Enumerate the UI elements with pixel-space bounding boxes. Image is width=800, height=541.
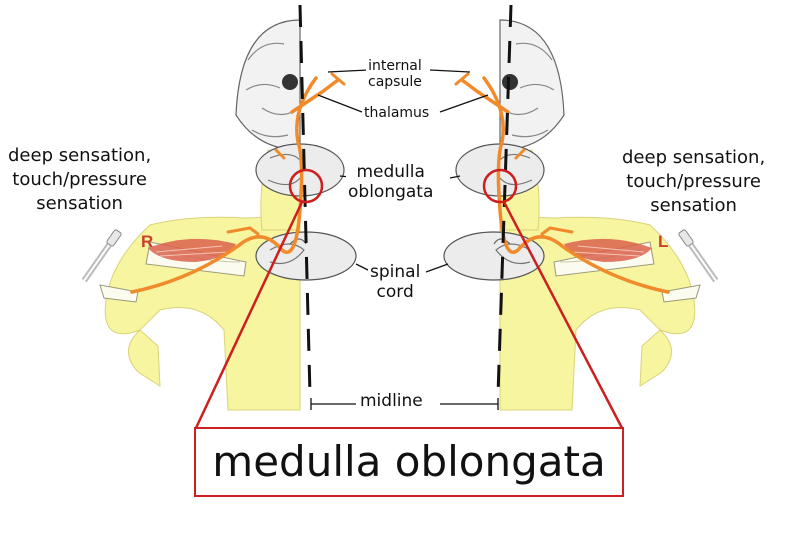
label-thalamus: thalamus [362, 105, 432, 122]
label-sensation-left-side: deep sensation, touch/pressure sensation [622, 147, 766, 216]
label-midline: midline [358, 391, 425, 412]
label-sensation-right-side: deep sensation, touch/pressure sensation [8, 145, 152, 214]
label-internal-capsule: internal capsule [366, 58, 424, 91]
label-medulla-oblongata: medulla oblongata [346, 162, 436, 203]
zoom-title: medulla oblongata [212, 437, 606, 486]
label-spinal-cord: spinal cord [368, 262, 423, 303]
medulla-zoom-box: medulla oblongata [194, 427, 624, 497]
midline-dashes [298, 4, 513, 396]
medulla-highlight [194, 168, 624, 429]
side-letter-r: R [141, 232, 154, 251]
label-leader-lines [317, 69, 489, 273]
midline-markers [310, 398, 499, 410]
side-letter-l: L [658, 232, 669, 251]
